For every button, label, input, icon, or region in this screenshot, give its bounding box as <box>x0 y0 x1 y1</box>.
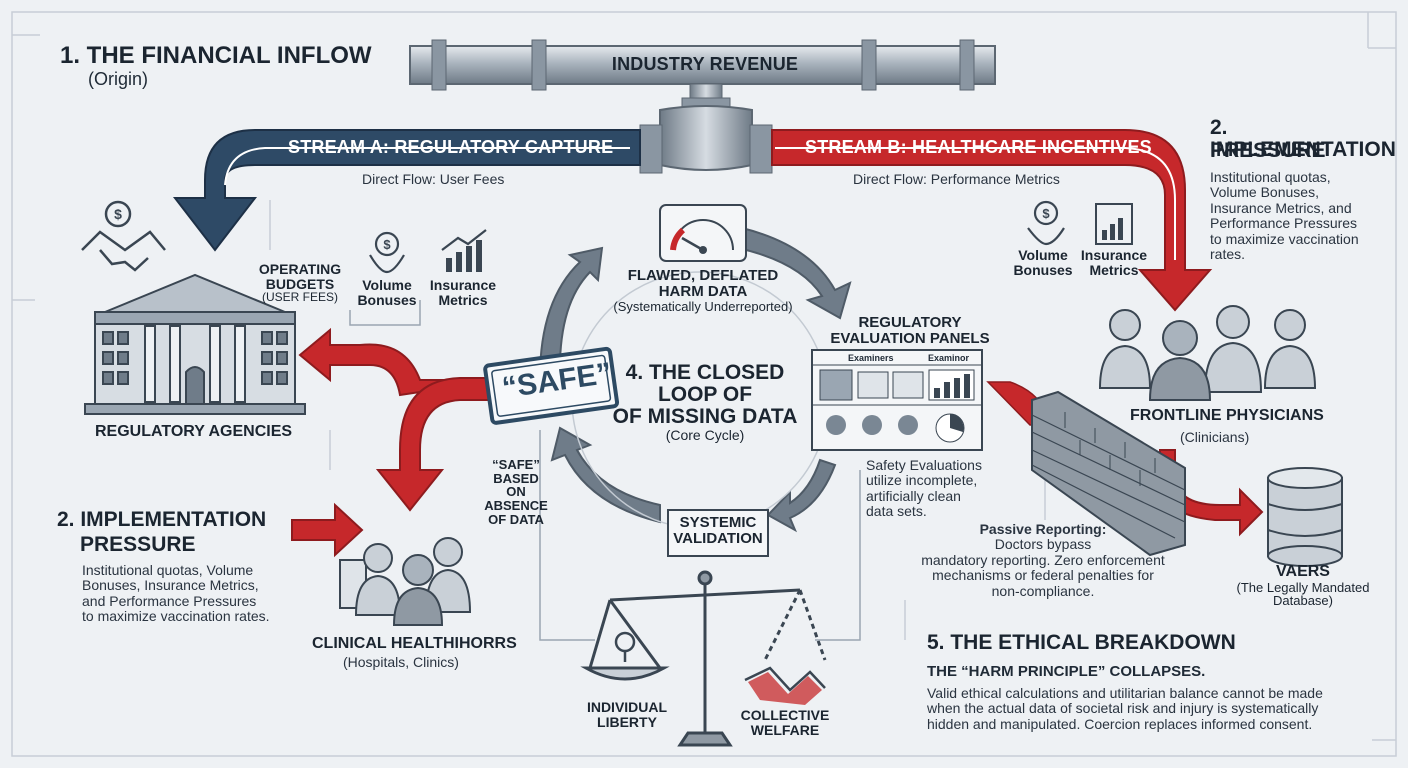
financial-inflow-subtitle: (Origin) <box>88 69 149 89</box>
people-icon-clinical <box>339 537 472 626</box>
implementation-left-body: Institutional quotas, Volume Bonuses, In… <box>82 562 270 625</box>
svg-text:$: $ <box>1042 206 1050 221</box>
frame-lines <box>11 11 1397 757</box>
safe-absence-label: “SAFE” BASED ON ABSENCE OF DATA <box>484 457 548 527</box>
chart-icon <box>441 229 487 272</box>
stream-b-arrow <box>771 129 1213 312</box>
implementation-arrow <box>291 502 364 558</box>
people-icon <box>1098 305 1317 401</box>
brick-wall-icon <box>1031 390 1186 557</box>
examiners-label: Examiners <box>848 353 894 363</box>
database-icon <box>1267 467 1343 567</box>
handshake-icon <box>81 200 166 272</box>
ethical-subtitle: THE “HARM PRINCIPLE” COLLAPSES. <box>927 663 1206 680</box>
frontline-title: FRONTLINE PHYSICIANS <box>1130 407 1324 424</box>
dollar-icon-right <box>1027 200 1065 246</box>
gauge-icon <box>659 204 747 262</box>
ethical-title: 5. THE ETHICAL BREAKDOWN <box>927 631 1236 654</box>
implementation-right-body: Institutional quotas, Volume Bonuses, In… <box>1210 169 1359 262</box>
broken-pan <box>748 672 822 705</box>
vaers-label: VAERS (The Legally Mandated Database) <box>1236 563 1370 609</box>
clinical-title: CLINICAL HEALTHIHORRS <box>312 635 517 652</box>
budget-arrow <box>298 327 501 397</box>
implementation-left-title-1: 2. IMPLEMENTATION <box>57 508 267 531</box>
financial-inflow-title: 1. THE FINANCIAL INFLOW <box>60 42 372 69</box>
implementation-right-title-1: 2. IMPLEMENTATION <box>1210 116 1396 162</box>
svg-text:$: $ <box>114 206 122 222</box>
clinical-subtitle: (Hospitals, Clinics) <box>343 654 459 670</box>
industry-revenue-label: INDUSTRY REVENUE <box>611 54 799 74</box>
clinical-arrow <box>375 377 491 512</box>
regulatory-agencies-label: REGULATORY AGENCIES <box>95 423 293 440</box>
stream-a-flow: Direct Flow: User Fees <box>362 171 505 187</box>
implementation-left-title-2: PRESSURE <box>80 533 196 556</box>
stream-b-flow: Direct Flow: Performance Metrics <box>853 171 1060 187</box>
stream-a-arrow <box>172 129 641 252</box>
operating-budgets: OPERATING BUDGETS (USER FEES) <box>258 261 342 305</box>
chart-icon-right <box>1095 203 1133 245</box>
revenue-pipe <box>409 39 996 174</box>
systemic-validation-label: SYSTEMIC VALIDATION <box>673 514 763 547</box>
closed-loop-title: 4. THE CLOSED LOOP OF OF MISSING DATA (C… <box>612 361 798 444</box>
evaluation-panels-label: REGULATORY EVALUATION PANELS <box>830 314 990 347</box>
stream-a-label: STREAM A: REGULATORY CAPTURE <box>288 137 614 157</box>
evaluation-description: Safety Evaluations utilize incomplete, a… <box>866 457 982 520</box>
passive-reporting: Passive Reporting: Doctors bypass mandat… <box>921 521 1165 599</box>
validation-box <box>667 509 769 557</box>
loop-arrows <box>538 226 852 533</box>
implementation-right-title-2: PRESSURE <box>1210 139 1326 162</box>
scale-icon <box>580 570 827 747</box>
stream-b-label: STREAM B: HEALTHCARE INCENTIVES <box>805 137 1152 157</box>
svg-text:$: $ <box>383 237 391 252</box>
ethical-body: Valid ethical calculations and utilitari… <box>927 685 1323 732</box>
safe-stamp <box>483 346 620 425</box>
building-icon <box>84 273 306 415</box>
harm-data-label: FLAWED, DEFLATED HARM DATA (Systematical… <box>613 267 793 314</box>
evaluation-board <box>811 349 983 451</box>
examinor-label: Examinor <box>928 353 970 363</box>
frontline-subtitle: (Clinicians) <box>1180 429 1250 445</box>
dollar-icon <box>369 231 405 274</box>
